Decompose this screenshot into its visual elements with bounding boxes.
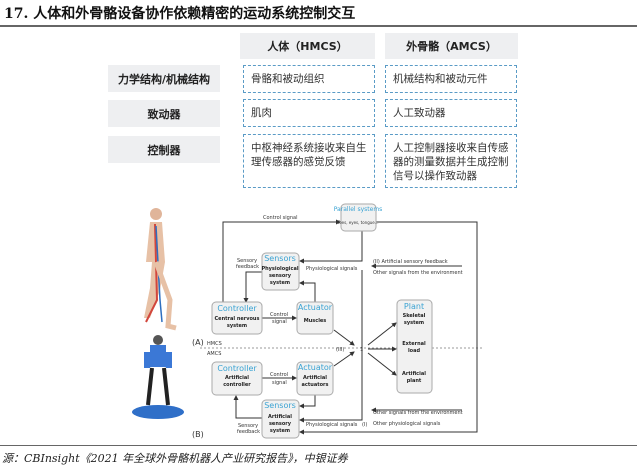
- actuator-bottom-box: [296, 361, 334, 396]
- label-panel-b: (B): [192, 430, 204, 439]
- title-divider: [0, 25, 637, 27]
- label-signal-bottom: signal: [272, 380, 287, 386]
- parallel-sub: Toes, eyes, tongue...: [336, 220, 378, 225]
- label-sensory-feedback-top-2: feedback: [236, 264, 259, 270]
- label-artificial-feedback: (II) Artificial sensory feedback: [373, 259, 448, 265]
- label-control-top: Control: [270, 312, 288, 318]
- actuator-top-title: Actuator: [298, 303, 333, 312]
- plant-external: External: [402, 341, 426, 347]
- human-figure-illustration: [144, 208, 177, 331]
- cell-exo-controller: 人工控制器接收来自传感器的测量数据并生成控制信号以操作致动器: [385, 134, 517, 188]
- sensors-top-box: [261, 252, 300, 291]
- parallel-systems-box: [340, 203, 377, 232]
- figure-title: 17. 人体和外骨骼设备协作依赖精密的运动系统控制交互: [4, 6, 356, 22]
- actuator-bottom-title: Actuator: [298, 363, 333, 372]
- label-other-env-top: Other signals from the environment: [373, 270, 463, 276]
- controller-bottom-sub2: controller: [223, 382, 251, 388]
- plant-skeletal-2: system: [404, 320, 424, 326]
- label-sensory-feedback-bottom-2: feedback: [237, 429, 260, 435]
- label-sensory-feedback-bottom: Sensory: [238, 423, 258, 429]
- plant-artificial: Artificial: [402, 371, 426, 377]
- label-other-physiological: Other physiological signals: [373, 421, 441, 427]
- sensors-top-title: Sensors: [264, 254, 296, 263]
- cell-human-structure: 骨骼和被动组织: [243, 65, 375, 93]
- cell-exo-actuator: 人工致动器: [385, 99, 517, 127]
- sensors-bottom-box: [261, 399, 300, 439]
- label-control-signal: Control signal: [263, 215, 297, 221]
- label-hmcs: HMCS: [207, 341, 222, 347]
- actuator-bottom-sub1: Artificial: [303, 375, 327, 381]
- row-label-actuator: 致动器: [108, 100, 220, 127]
- exoskeleton-illustration: [132, 335, 184, 419]
- label-sensory-feedback-top: Sensory: [237, 258, 257, 264]
- controller-top-sub1: Central nervous: [215, 316, 260, 322]
- controller-top-sub2: system: [227, 323, 247, 329]
- plant-box: [396, 299, 433, 394]
- row-label-controller: 控制器: [108, 136, 220, 163]
- header-human: 人体（HMCS）: [240, 33, 375, 59]
- controller-bottom-sub1: Artificial: [225, 375, 249, 381]
- label-panel-a: (A): [192, 338, 204, 347]
- label-amcs: AMCS: [207, 351, 221, 357]
- label-physiological-signals-top: Physiological signals: [306, 266, 358, 272]
- sensors-top-sub2: sensory: [269, 273, 292, 279]
- sensors-bottom-title: Sensors: [264, 401, 296, 410]
- parallel-title: Parallel systems: [334, 206, 383, 213]
- plant-external-2: load: [408, 348, 421, 354]
- actuator-bottom-sub2: actuators: [302, 382, 329, 388]
- sensors-bottom-sub2: sensory: [269, 421, 292, 427]
- label-control-bottom: Control: [270, 372, 288, 378]
- source-note: 源：CBInsight《2021 年全球外骨骼机器人产业研究报告》，中银证券: [2, 452, 348, 465]
- controller-bottom-title: Controller: [217, 364, 257, 373]
- label-other-env-bottom: Other signals from the environment: [373, 410, 463, 416]
- source-divider: [0, 445, 637, 446]
- cell-human-controller: 中枢神经系统接收来自生理传感器的感觉反馈: [243, 134, 375, 188]
- sensors-top-sub1: Physiological: [261, 266, 298, 272]
- header-exo: 外骨骼（AMCS）: [385, 33, 518, 59]
- cell-human-actuator: 肌肉: [243, 99, 375, 127]
- label-iii: (III): [336, 347, 344, 353]
- plant-skeletal: Skeletal: [403, 313, 426, 319]
- actuator-top-box: [296, 301, 334, 335]
- cell-exo-structure: 机械结构和被动元件: [385, 65, 517, 93]
- sensors-bottom-sub1: Artificial: [268, 414, 292, 420]
- controller-top-title: Controller: [217, 304, 257, 313]
- plant-artificial-2: plant: [407, 378, 422, 384]
- label-physiological-signals-bottom: Physiological signals: [306, 422, 358, 428]
- label-i: (I): [362, 422, 367, 428]
- row-label-structure: 力学结构/机械结构: [108, 65, 220, 92]
- actuator-top-sub1: Muscles: [304, 318, 327, 324]
- label-junction-1: 1: [360, 347, 363, 353]
- sensors-bottom-sub3: system: [270, 428, 290, 434]
- plant-title: Plant: [404, 302, 424, 311]
- sensors-top-sub3: system: [270, 280, 290, 286]
- controller-top-box: [211, 301, 263, 335]
- label-signal-top: signal: [272, 319, 287, 325]
- controller-bottom-box: [211, 361, 263, 396]
